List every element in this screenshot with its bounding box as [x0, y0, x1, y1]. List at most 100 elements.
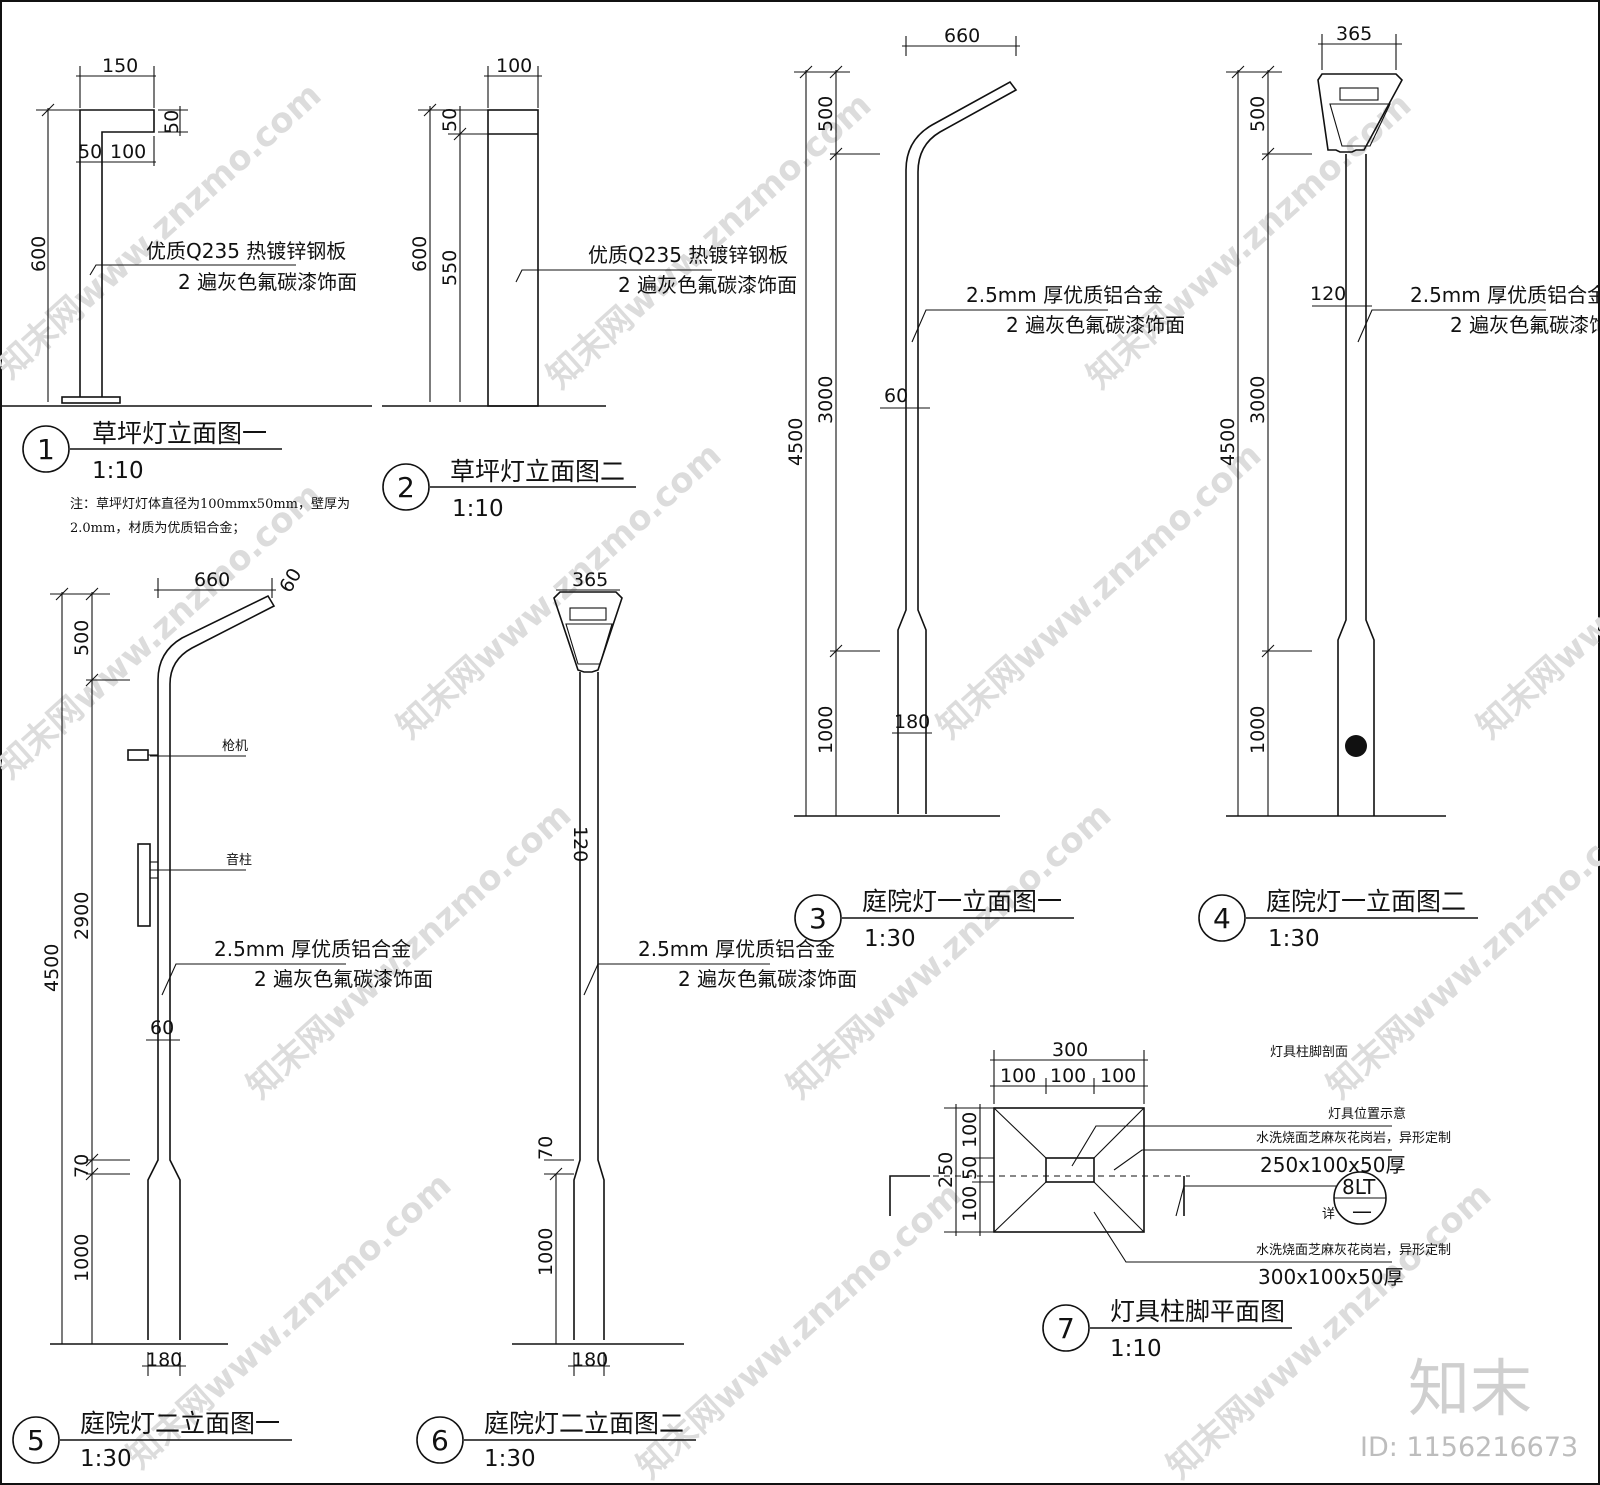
lawn-lamp-2-body	[487, 109, 539, 407]
drawing-title: 庭院灯二立面图一	[80, 1409, 280, 1438]
dim-d4-width: 365	[1336, 23, 1372, 45]
note-d5-alu: 2.5mm 厚优质铝合金	[214, 937, 411, 961]
dim-d5-base: 1000	[71, 1234, 93, 1282]
dim-d7-h2: 50	[959, 1156, 981, 1180]
note-camera: 枪机	[222, 738, 248, 754]
drawing-3-garden-lamp-1-elevation-1: 4500 500 3000 1000 660 60 180 2.5mm 厚优质铝…	[785, 25, 1185, 952]
dim-d2-width: 100	[496, 55, 532, 77]
garden-lamp-4-access-hatch	[1345, 735, 1367, 757]
lamp-socket	[1045, 1157, 1095, 1183]
dim-d1-split-a: 50	[78, 141, 102, 163]
dim-d1-width: 150	[102, 55, 138, 77]
note-d2-steel: 优质Q235 热镀锌钢板	[588, 243, 788, 267]
dim-d7-total-h: 250	[935, 1152, 957, 1188]
speaker-icon	[137, 843, 151, 927]
dim-d4-mid: 3000	[1247, 376, 1269, 424]
watermark-text: 知末网www.znzmo.com	[1469, 435, 1600, 747]
dim-d6-base: 1000	[535, 1228, 557, 1276]
drawing-scale: 1:30	[864, 926, 916, 952]
note-d3-paint: 2 遍灰色氟碳漆饰面	[1006, 313, 1185, 337]
drawing-scale: 1:30	[80, 1446, 132, 1472]
note-granite-2-size: 300x100x50厚	[1258, 1265, 1403, 1289]
note-d3-alu: 2.5mm 厚优质铝合金	[966, 283, 1163, 307]
dim-d5-reach: 660	[194, 569, 230, 591]
drawing-7-lamp-base-plan: 灯具柱脚剖面 300 100 100 100 250 100 50 100 灯	[889, 1039, 1451, 1362]
drawing-4-garden-lamp-1-elevation-2: 4500 500 3000 1000 365 120 2.5mm 厚优质铝合金 …	[1198, 23, 1600, 952]
note-base-section-title: 灯具柱脚剖面	[1270, 1044, 1348, 1060]
dim-d4-dia: 120	[1310, 283, 1346, 305]
leader-granite-1	[1113, 1149, 1392, 1171]
dim-d7-total-w: 300	[1052, 1039, 1088, 1061]
drawing-number-circle	[1042, 1304, 1090, 1352]
dim-d2-height: 600	[409, 236, 431, 272]
note-d1-line1: 注：草坪灯灯体直径为100mmx50mm，壁厚为	[70, 497, 350, 512]
leader-detail	[1175, 1185, 1336, 1217]
dim-d6-step: 70	[535, 1136, 557, 1160]
leader-granite-2	[1093, 1211, 1392, 1263]
note-d2-paint: 2 遍灰色氟碳漆饰面	[618, 273, 797, 297]
dim-d5-tip: 60	[275, 565, 306, 597]
dim-d3-mid: 3000	[815, 376, 837, 424]
detail-ref-sub: —	[1352, 1199, 1372, 1223]
dim-d6-base-dia: 180	[572, 1349, 608, 1371]
note-lamp-position: 灯具位置示意	[1328, 1106, 1406, 1122]
drawing-number: 4	[1213, 902, 1231, 935]
drawing-5-garden-lamp-2-elevation-1: 枪机 音柱 4500 500 2900 70 1000 660 60 60	[12, 565, 433, 1472]
dim-d7-h1: 100	[959, 1112, 981, 1148]
leader-d4	[1357, 309, 1546, 343]
garden-lamp-4-pole	[1337, 154, 1375, 816]
drawing-title: 庭院灯二立面图二	[484, 1409, 684, 1438]
drawing-2-lawn-lamp-elevation-2: 600 550 50 100 优质Q235 热镀锌钢板 2 遍灰色氟碳漆饰面 2…	[382, 55, 797, 522]
dim-d4-base: 1000	[1247, 706, 1269, 754]
watermark-text: 知末网www.znzmo.com	[629, 1175, 969, 1485]
dim-d6-width: 365	[572, 569, 608, 591]
garden-lamp-6-head	[553, 591, 623, 673]
dim-d7-w2: 100	[1050, 1065, 1086, 1087]
note-d4-alu: 2.5mm 厚优质铝合金	[1410, 283, 1600, 307]
garden-lamp-4-head	[1317, 73, 1403, 153]
leader-lamp-position	[1071, 1125, 1392, 1167]
note-d5-paint: 2 遍灰色氟碳漆饰面	[254, 967, 433, 991]
drawing-number: 6	[431, 1424, 449, 1457]
dim-d4-total: 4500	[1217, 418, 1239, 466]
note-d1-steel: 优质Q235 热镀锌钢板	[146, 239, 346, 263]
leader-d5	[161, 963, 346, 996]
drawing-number-circle	[416, 1416, 464, 1464]
base-plan-outline	[993, 1107, 1145, 1233]
note-d1-paint: 2 遍灰色氟碳漆饰面	[178, 270, 357, 294]
dim-d3-base-dia: 180	[894, 711, 930, 733]
note-granite-1-size: 250x100x50厚	[1260, 1153, 1405, 1177]
drawing-1-lawn-lamp-elevation-1: 600 150 50 50 100 优质Q235 热镀锌钢板 2 遍灰色氟碳漆饰…	[2, 55, 372, 536]
dim-d1-height: 600	[28, 236, 50, 272]
leader-d3	[911, 309, 1108, 343]
drawing-scale: 1:10	[92, 458, 144, 484]
drawing-number-circle	[22, 425, 70, 473]
drawing-scale: 1:30	[1268, 926, 1320, 952]
drawing-number: 3	[809, 902, 827, 935]
dim-d5-top: 500	[71, 620, 93, 656]
dim-d5-step: 70	[71, 1154, 93, 1178]
note-d6-paint: 2 遍灰色氟碳漆饰面	[678, 967, 857, 991]
note-d1-line2: 2.0mm，材质为优质铝合金；	[70, 520, 245, 536]
dim-d3-total: 4500	[785, 418, 807, 466]
dim-d7-h3: 100	[959, 1186, 981, 1222]
drawing-number: 1	[37, 433, 55, 466]
note-d6-alu: 2.5mm 厚优质铝合金	[638, 937, 835, 961]
leader-d1	[89, 264, 296, 276]
drawing-number-circle	[794, 894, 842, 942]
dim-d1-split-b: 100	[110, 141, 146, 163]
drawing-title: 灯具柱脚平面图	[1110, 1297, 1285, 1326]
drawing-title: 草坪灯立面图一	[92, 419, 267, 448]
note-granite-1: 水洗烧面芝麻灰花岗岩，异形定制	[1256, 1130, 1451, 1146]
camera-icon	[127, 749, 149, 761]
drawing-number-circle	[12, 1416, 60, 1464]
dim-d5-dia: 60	[150, 1017, 174, 1039]
leader-d6	[583, 963, 770, 996]
drawing-number-circle	[1198, 894, 1246, 942]
dim-d6-dia: 120	[569, 826, 591, 862]
drawing-scale: 1:30	[484, 1446, 536, 1472]
dim-d5-base-dia: 180	[146, 1349, 182, 1371]
drawing-number: 7	[1057, 1312, 1075, 1345]
